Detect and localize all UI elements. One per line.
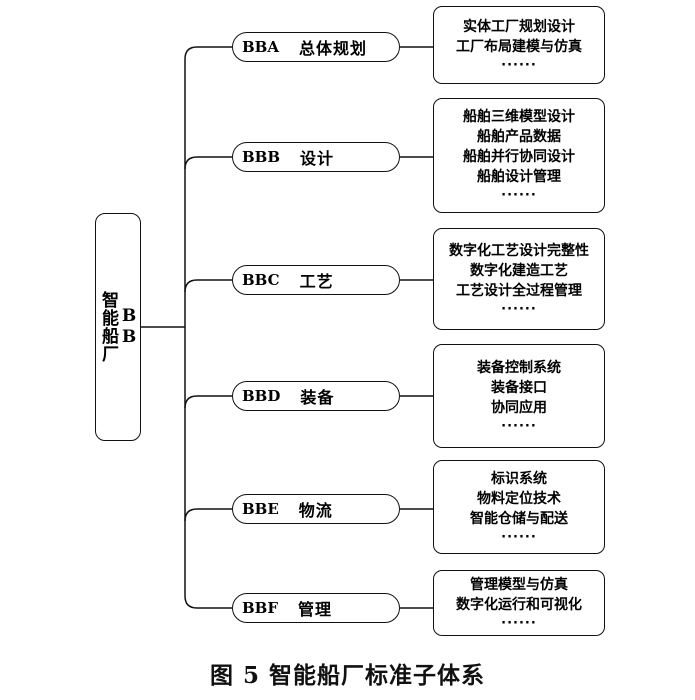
elbow-line-bbe (184, 508, 232, 522)
detail-item: 标识系统 (491, 470, 547, 487)
category-node-bbf[interactable]: BBF 管理 (232, 593, 400, 623)
elbow-line-bbf (184, 595, 232, 609)
category-code-bbc: BBC (242, 271, 280, 289)
detail-item: 数字化工艺设计完整性 (449, 242, 589, 259)
category-code-bbe: BBE (242, 500, 279, 518)
category-code-bba: BBA (242, 38, 279, 56)
detail-item: 工厂布局建模与仿真 (456, 38, 582, 55)
detail-item: 装备控制系统 (477, 359, 561, 376)
detail-item: 船舶产品数据 (477, 129, 561, 145)
category-name-bbd: 装备 (300, 388, 335, 407)
root-node[interactable]: BB 智能船厂 (95, 213, 141, 441)
category-name-bbc: 工艺 (299, 272, 334, 291)
detail-ellipsis: ······ (501, 57, 537, 73)
elbow-line-bba (184, 46, 232, 60)
detail-ellipsis: ······ (501, 301, 537, 317)
detail-item: 船舶并行协同设计 (463, 149, 575, 165)
detail-item: 数字化运行和可视化 (456, 596, 582, 613)
figure-caption: 图 5 智能船厂标准子体系 (209, 662, 486, 689)
detail-box-bbd[interactable]: 装备控制系统 装备接口 协同应用 ······ (433, 344, 605, 448)
elbow-line-bbc (184, 279, 232, 293)
elbow-line-bbd (184, 395, 232, 409)
detail-box-bbc[interactable]: 数字化工艺设计完整性 数字化建造工艺 工艺设计全过程管理 ······ (433, 228, 605, 330)
category-node-bbb[interactable]: BBB 设计 (232, 142, 400, 172)
category-name-bbf: 管理 (298, 600, 333, 619)
root-node-label: BB 智能船厂 (98, 291, 139, 363)
category-node-bbd[interactable]: BBD 装备 (232, 381, 400, 411)
category-name-bbe: 物流 (298, 501, 333, 520)
category-node-bbe[interactable]: BBE 物流 (232, 494, 400, 524)
detail-ellipsis: ······ (501, 529, 537, 545)
detail-box-bba[interactable]: 实体工厂规划设计 工厂布局建模与仿真 ······ (433, 6, 605, 84)
category-node-bbc[interactable]: BBC 工艺 (232, 265, 400, 295)
category-code-bbf: BBF (242, 599, 279, 617)
elbow-line-bbb (184, 156, 232, 170)
detail-box-bbb[interactable]: 船舶三维模型设计 船舶产品数据 船舶并行协同设计 船舶设计管理 ······ (433, 98, 605, 213)
category-code-bbb: BBB (242, 148, 281, 166)
category-name-bba: 总体规划 (299, 39, 368, 58)
detail-item: 装备接口 (491, 379, 547, 396)
detail-ellipsis: ······ (501, 615, 537, 631)
detail-item: 船舶设计管理 (477, 169, 561, 185)
detail-item: 船舶三维模型设计 (463, 109, 575, 125)
detail-item: 管理模型与仿真 (470, 576, 568, 593)
detail-item: 数字化建造工艺 (470, 262, 568, 279)
detail-ellipsis: ······ (501, 188, 537, 203)
category-node-bba[interactable]: BBA 总体规划 (232, 32, 400, 62)
detail-item: 物料定位技术 (477, 490, 561, 507)
detail-item: 实体工厂规划设计 (463, 18, 575, 35)
detail-box-bbf[interactable]: 管理模型与仿真 数字化运行和可视化 ······ (433, 570, 605, 636)
detail-item: 协同应用 (491, 399, 547, 416)
detail-box-bbe[interactable]: 标识系统 物料定位技术 智能仓储与配送 ······ (433, 460, 605, 554)
detail-item: 智能仓储与配送 (470, 510, 568, 527)
detail-ellipsis: ······ (501, 418, 537, 434)
category-name-bbb: 设计 (300, 149, 335, 168)
category-code-bbd: BBD (242, 387, 281, 405)
detail-item: 工艺设计全过程管理 (456, 282, 582, 299)
